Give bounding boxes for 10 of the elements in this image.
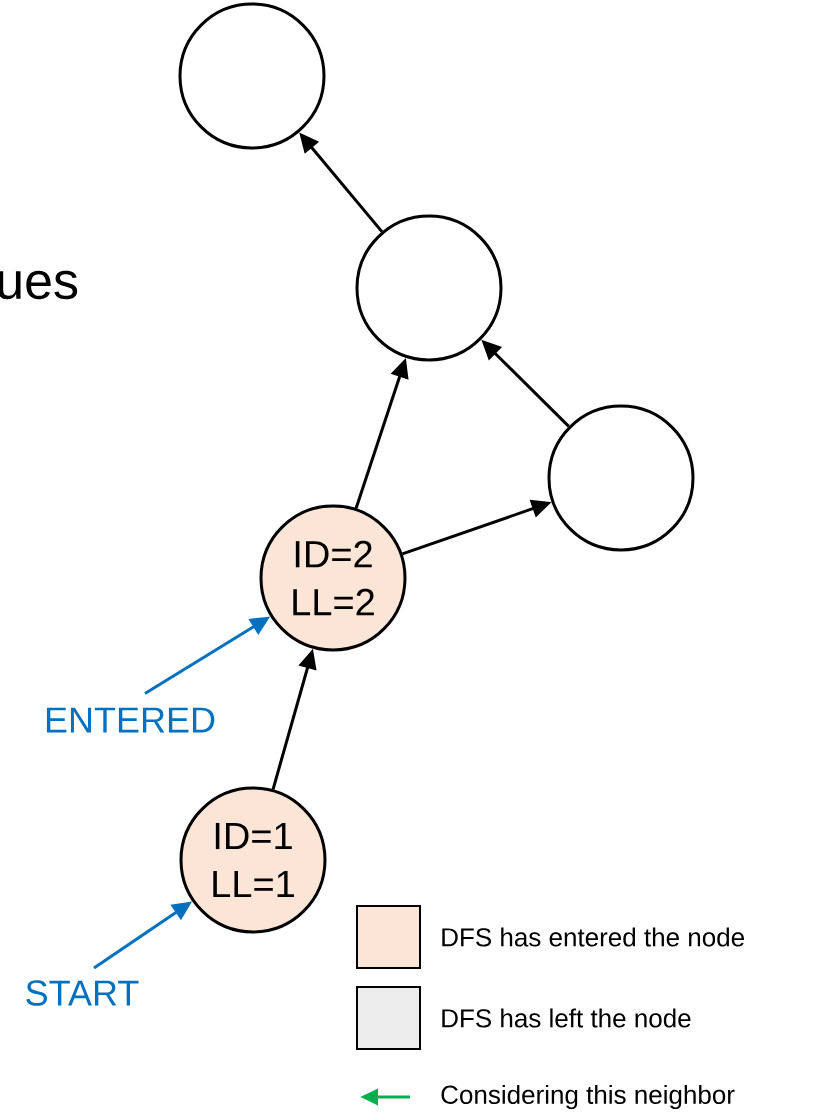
legend-text: Considering this neighbor (441, 1084, 735, 1110)
graph-node (178, 2, 326, 150)
state-label: START (26, 980, 139, 1006)
graph-node (547, 404, 695, 552)
graph-node: ID=1 LL=1 (179, 786, 327, 934)
legend-text: DFS has entered the node (442, 927, 744, 947)
state-label: ENTERED (46, 707, 215, 733)
graph-node: ID=2 LL=2 (259, 504, 407, 652)
legend-text: DFS has left the node (442, 1008, 691, 1028)
graph-node (355, 214, 503, 362)
